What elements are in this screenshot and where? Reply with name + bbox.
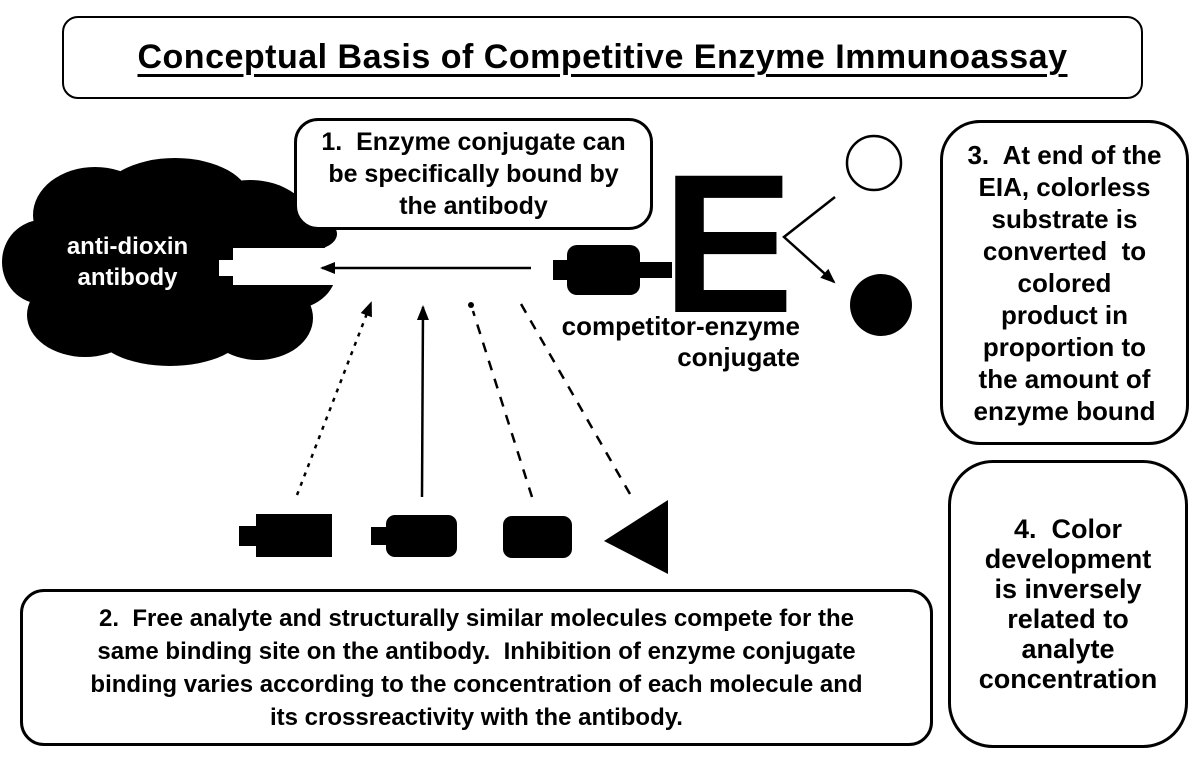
step3-callout: 3. At end of the EIA, colorless substrat… [940,120,1189,445]
step2-callout: 2. Free analyte and structurally similar… [20,589,933,746]
competitor-body [567,245,640,295]
conjugate-linker [638,262,672,278]
title-box: Conceptual Basis of Competitive Enzyme I… [62,16,1143,99]
binding-site-notch [219,248,343,285]
competition-arrow-dashed-1-tip [468,302,474,308]
competition-arrow-dotted [295,301,373,496]
competitor-tab [553,260,569,280]
page-title: Conceptual Basis of Competitive Enzyme I… [137,38,1068,76]
competition-arrow-dashed-1 [471,310,534,498]
antibody-cloud-shape [2,158,343,366]
colorless-substrate-circle [845,134,903,192]
conjugate-label: competitor-enzyme conjugate [561,311,800,372]
analyte-roundrect-icon [503,516,572,558]
substrate-to-product-arrow [782,196,836,284]
step1-callout: 1. Enzyme conjugate can be specifically … [294,118,653,230]
competitor-enzyme-conjugate-shape: E [553,133,794,354]
enzyme-letter-E-icon: E [662,133,794,354]
analyte-tabbed-roundrect-icon [371,515,457,557]
antibody-label: anti-dioxin antibody [66,233,189,291]
step4-callout: 4. Color development is inversely relate… [948,460,1188,748]
free-analyte-shapes [239,500,668,574]
colored-product-circle [850,274,912,336]
analyte-tabbed-rect-icon [239,514,332,557]
analyte-triangle-icon [604,500,668,574]
competition-arrow-solid [416,305,429,498]
